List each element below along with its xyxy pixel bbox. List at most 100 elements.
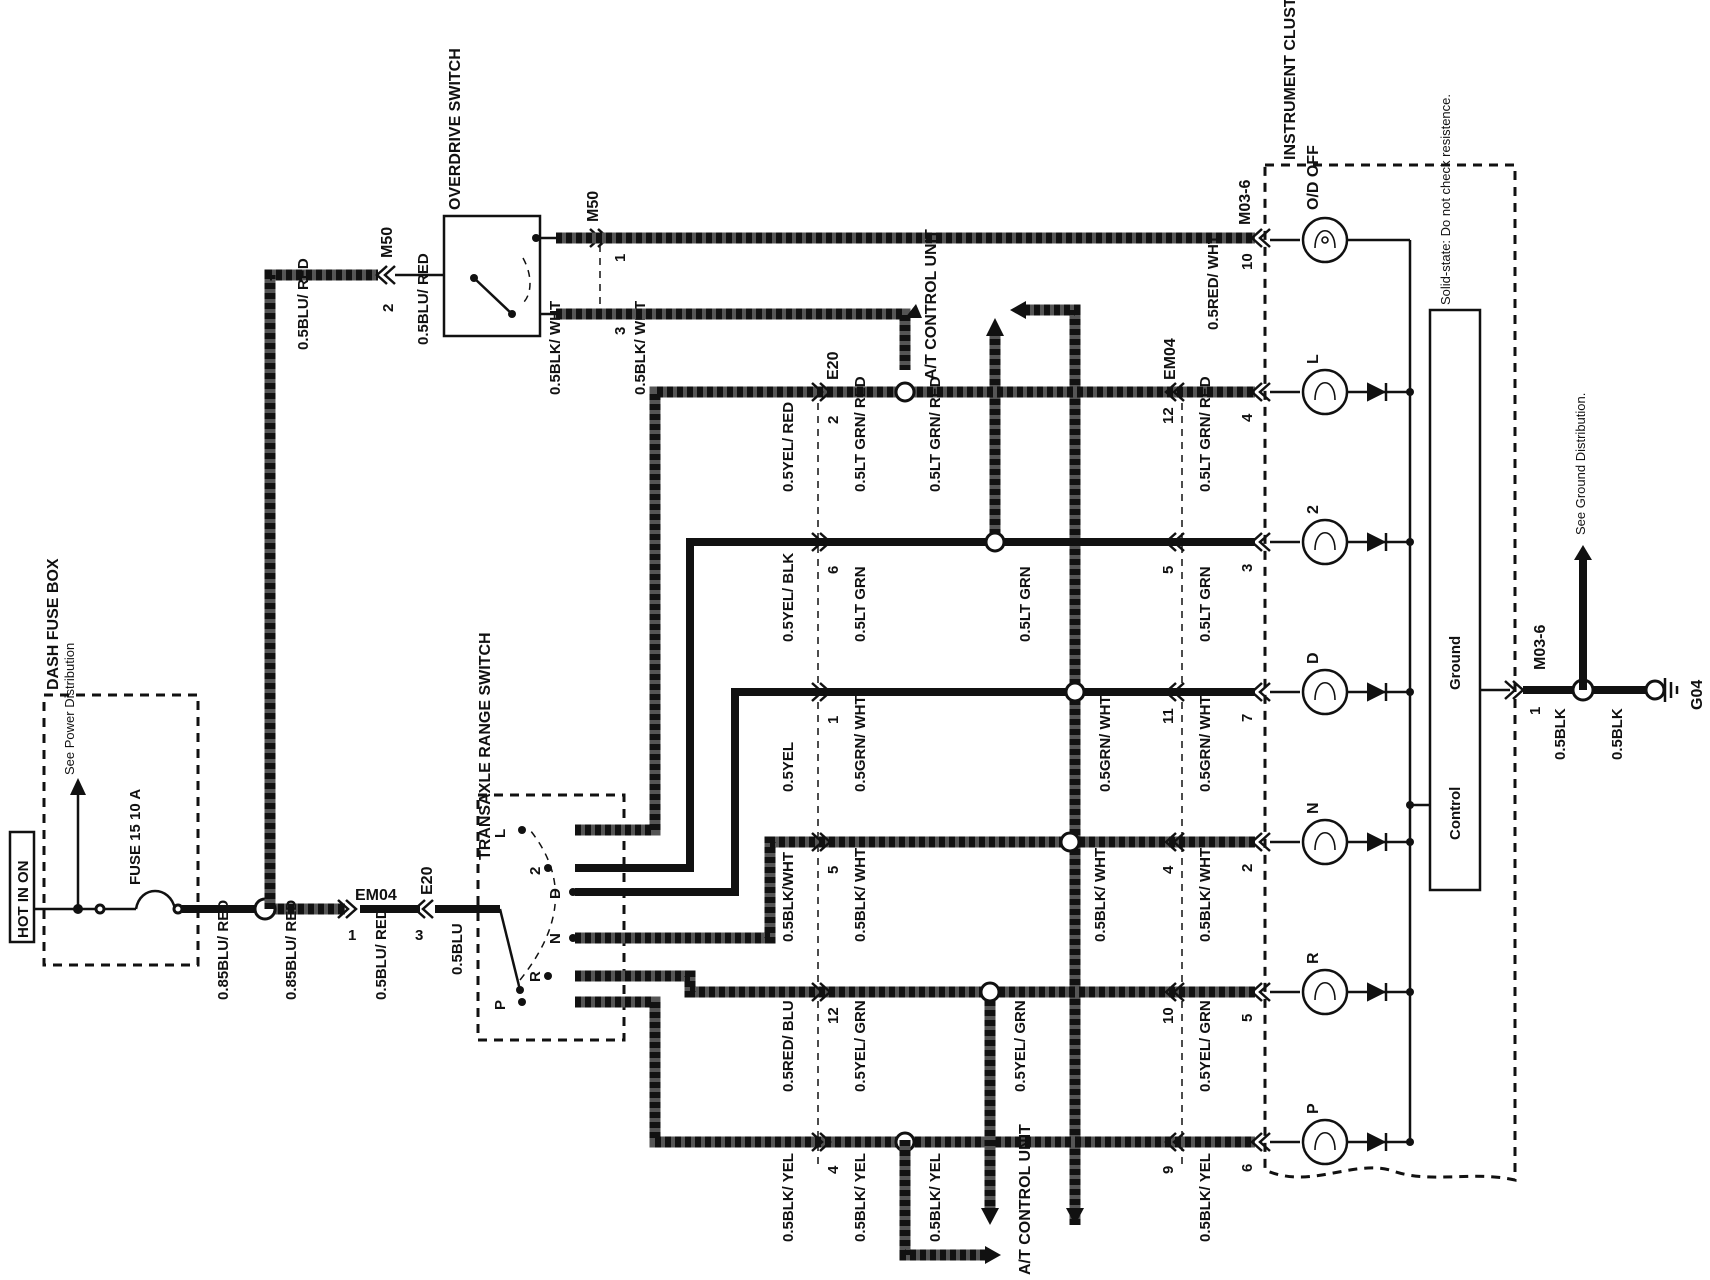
e20-connector-D (811, 682, 832, 702)
wire-label: 0.5BLU (449, 923, 466, 975)
pin-em04-left: 1 (348, 927, 356, 944)
m50-label-in: M50 (379, 227, 396, 258)
od-off-lamp-label: O/D OFF (1305, 145, 1322, 210)
e20-label-top: E20 (825, 351, 842, 380)
diode-icon (1367, 982, 1387, 1002)
wire-label: 0.5YEL/ GRN (1012, 1000, 1029, 1092)
feed-wires: EM04 E20 1 3 0.85BLU/ RED 0.85BLU/ RED 0… (182, 258, 500, 1000)
cluster-connector-L (1250, 382, 1271, 402)
fuse-terminal (94, 903, 106, 915)
pin-cluster-2: 3 (1239, 564, 1256, 572)
diode-icon (1367, 832, 1387, 852)
lamp-label-2: 2 (1305, 505, 1322, 514)
instrument-cluster: INSTRUMENT CLUSTER Solid-state: Do not c… (1263, 0, 1517, 1182)
em04-connector-N (1164, 832, 1185, 852)
indicator-lamp-icon (1301, 368, 1349, 416)
fuse-icon (134, 889, 177, 910)
wire-label: 0.5LT GRN/ RED (1197, 376, 1214, 492)
e20-connector-L (811, 382, 832, 402)
ground-terminal (1644, 679, 1666, 701)
pin-e20-P: 4 (825, 1165, 842, 1174)
arrow-icon (905, 304, 922, 318)
power-arrow-icon (70, 778, 86, 795)
wire-label: 0.5BLU/ RED (373, 908, 390, 1000)
row-wire-hatch-P (575, 996, 1255, 1148)
lamp-label-D: D (1305, 652, 1322, 664)
e20-connector-R (811, 982, 832, 1002)
atcu-bottom-link (899, 1140, 985, 1261)
g04-label: G04 (1689, 680, 1706, 710)
od-arc (519, 257, 531, 306)
em04-connector-P (1164, 1132, 1185, 1152)
ground-circuit: M03-6 1 See Ground Distribution. G04 0.5… (1504, 393, 1706, 760)
wire-label: 0.5BLK/WHT (780, 852, 797, 942)
pin-em04-R: 10 (1160, 1007, 1177, 1024)
cluster-connector-N (1250, 832, 1271, 852)
row-wire-hatch-R (575, 970, 1255, 998)
diode-icon (1367, 382, 1387, 402)
lamp-label-N: N (1305, 802, 1322, 814)
control-label: Control (1447, 787, 1464, 840)
m50-label-out: M50 (585, 191, 602, 222)
pos-L: L (492, 829, 509, 838)
pin-e20-N: 5 (825, 866, 842, 874)
arrow-icon (1066, 1208, 1084, 1225)
pin-em04-N: 4 (1160, 865, 1177, 874)
dash-fuse-box: HOT IN ON DASH FUSE BOX See Power Distri… (8, 558, 200, 967)
diode-icon (1367, 682, 1387, 702)
arrow-icon (1574, 545, 1592, 560)
junction-dot (73, 904, 83, 914)
contact-P (518, 998, 526, 1006)
row-wire-P (575, 996, 1255, 1148)
switch-arc (519, 829, 557, 981)
pin-e20-R: 12 (825, 1007, 842, 1024)
feed-to-od-switch (264, 269, 378, 909)
lamp-filament (1314, 682, 1336, 701)
od-off-lamp-icon (1301, 216, 1349, 264)
em04-label-left: EM04 (355, 887, 397, 904)
arrow-icon (986, 318, 1004, 336)
row-wire-2 (575, 538, 1255, 872)
wire-label: 0.5LT GRN (1017, 566, 1034, 642)
atcu-top-label: A/T CONTROL UNIT (923, 229, 940, 380)
transaxle-range-switch: TRANSAXLE RANGE SWITCH L 2 D N R P (476, 632, 626, 1042)
fuse-label: FUSE 15 10 A (127, 789, 144, 885)
atcu-bottom: A/T CONTROL UNIT (899, 1000, 1084, 1275)
od-contact-a (532, 234, 540, 242)
pin-cluster-R: 5 (1239, 1014, 1256, 1022)
od-wires: 10 0.5RED/ WHT M03-6 A/T CONTROL UNIT (556, 180, 1271, 380)
cluster-connector-R (1250, 982, 1271, 1002)
row-wire-D (575, 688, 1255, 896)
wire-label: 0.5YEL/ GRN (852, 1000, 869, 1092)
wire-label: 0.5BLK/ YEL (780, 1153, 797, 1242)
lamp-filament (1314, 832, 1336, 851)
cluster-outline (1263, 163, 1517, 1182)
row-wire-L (575, 386, 1255, 836)
pin-m50-in: 2 (380, 304, 397, 312)
pos-D: D (547, 888, 564, 899)
splice-N (1059, 831, 1081, 853)
cluster-connector-od (1250, 228, 1271, 248)
wire-label: 0.5BLK/ WHT (547, 301, 564, 395)
fuse-terminal (172, 903, 184, 915)
wire-label: 0.85BLU/ RED (215, 900, 232, 1000)
atcu-link-3-hatch (1025, 304, 1081, 1225)
indicator-lamp-icon (1301, 1118, 1349, 1166)
wire-label: 0.5BLK/ YEL (1197, 1153, 1214, 1242)
wire-label: 0.5YEL/ RED (780, 402, 797, 492)
wire-label: 0.5GRN/ WHT (852, 695, 869, 792)
cluster-connector-P (1250, 1132, 1271, 1152)
pin-em04-P: 9 (1160, 1166, 1177, 1174)
lamp-label-P: P (1305, 1103, 1322, 1114)
wire-label: 0.5LT GRN (852, 566, 869, 642)
wire-label: 0.5YEL (780, 742, 797, 792)
pin-em04-D: 11 (1160, 708, 1177, 724)
fuse-box-outline (42, 693, 200, 967)
atcu-link-3 (1025, 304, 1081, 1225)
atcu-top-links (899, 301, 1081, 1225)
lamp-filament (1314, 982, 1336, 1001)
m03-6-label-gnd: M03-6 (1532, 625, 1549, 670)
pin-em04-2: 5 (1160, 566, 1177, 574)
wire-label: 0.5BLU/ RED (415, 253, 432, 345)
lamp-filament (1314, 1132, 1336, 1151)
